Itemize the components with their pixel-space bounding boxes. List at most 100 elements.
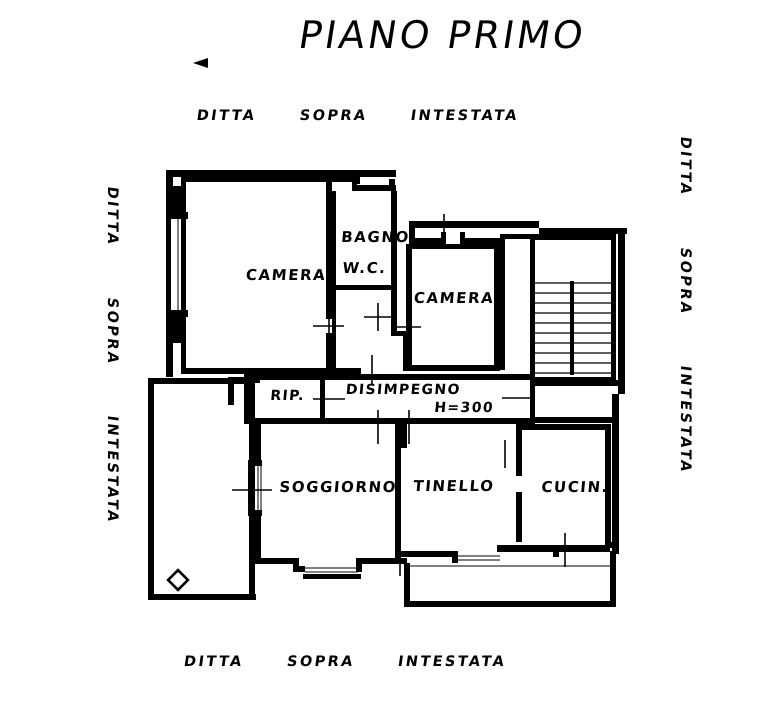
- annotation-right-word-3: INTESTATA: [677, 364, 694, 475]
- dimension-label-ceiling-height: H=300: [434, 400, 495, 416]
- wall-exterior-top-bagno: [352, 170, 396, 177]
- wall-camera1-bottom: [181, 368, 361, 374]
- wall-soggiorno-bottom-left-stub: [293, 558, 299, 570]
- wall-soggiorno-left-lower: [255, 514, 261, 562]
- wall-soggiorno-bottom-right: [356, 558, 400, 564]
- wall-lobby-right-lower: [403, 331, 408, 369]
- wall-exterior-right-stair: [618, 228, 625, 394]
- balcony-left-bottom-wall: [148, 594, 256, 600]
- wall-camera1-right-lower: [326, 333, 332, 374]
- annotation-top-word-1: DITTA: [196, 107, 258, 124]
- wall-left-jog-top: [166, 212, 188, 219]
- wall-disimpegno-bottom: [244, 418, 534, 424]
- room-label-soggiorno: SOGGIORNO: [279, 478, 398, 496]
- wall-cucina-top: [522, 424, 610, 430]
- annotation-right-word-1: DITTA: [677, 135, 694, 197]
- balcony-bottom-left-wall: [404, 563, 410, 607]
- annotation-bottom-word-3: INTESTATA: [397, 653, 508, 670]
- annotation-right: DITTA SOPRA INTESTATA: [677, 135, 694, 475]
- balcony-left-top-wall: [148, 378, 252, 384]
- wall-disimpegno-top: [244, 374, 534, 380]
- wall-stair-landing-left: [500, 239, 505, 370]
- wall-exterior-top-right: [409, 221, 539, 228]
- room-label-cucina: CUCIN.: [541, 478, 610, 496]
- wall-right-wing-ledge-right: [460, 238, 494, 244]
- wall-soggiorno-balcony-link: [395, 558, 407, 564]
- wall-between-camera2-stair: [500, 234, 532, 239]
- annotation-left-word-1: DITTA: [104, 185, 121, 247]
- wall-right-wing-ledge-left: [409, 238, 445, 244]
- stair-right-wall: [611, 234, 616, 382]
- wall-right-wing-stub-b: [460, 232, 465, 246]
- drawing-title-group: PIANO PRIMO: [193, 14, 589, 68]
- annotation-bottom-word-2: SOPRA: [286, 653, 356, 670]
- wall-disimpegno-right: [530, 374, 535, 424]
- page-title: PIANO PRIMO: [296, 14, 590, 58]
- wall-balcony-bottom-stub-a: [452, 551, 458, 563]
- wall-camera2-bottom: [406, 365, 500, 371]
- wall-corridor-right-top: [535, 380, 619, 386]
- wall-rip-right: [320, 374, 325, 422]
- wall-pillar-left-lower: [173, 313, 181, 343]
- wall-right-wing-left-top: [409, 221, 415, 243]
- wall-bagno-left: [332, 191, 336, 289]
- wall-lobby-jog: [391, 331, 407, 336]
- wall-soggiorno-left-jog-a: [248, 460, 262, 466]
- balcony-diamond-marker: [166, 568, 190, 592]
- title-underline: [196, 62, 556, 64]
- wall-bagno-bottom: [332, 285, 397, 290]
- wall-tinello-right-upper: [516, 424, 522, 476]
- plan-geometry: [148, 170, 627, 607]
- annotation-top-word-3: INTESTATA: [410, 107, 521, 124]
- room-label-camera-2: CAMERA: [413, 289, 495, 307]
- wall-exterior-right-lower: [612, 394, 619, 554]
- wall-rip-entry-left: [228, 383, 234, 405]
- wall-camera1-right: [326, 177, 332, 319]
- stair-central-rail: [570, 281, 574, 375]
- annotation-top-word-2: SOPRA: [299, 107, 369, 124]
- room-label-disimpegno: DISIMPEGNO: [345, 382, 461, 398]
- room-label-tinello: TINELLO: [413, 477, 496, 495]
- stair-bottom-wall: [530, 377, 616, 382]
- annotation-left-word-2: SOPRA: [104, 296, 121, 366]
- wall-rip-entry-right: [244, 383, 250, 405]
- wall-soggiorno-bottom-right-stub: [356, 558, 362, 572]
- annotation-bottom: DITTA SOPRA INTESTATA: [183, 653, 508, 670]
- wall-bagno-top-inner: [352, 185, 396, 191]
- title-arrow-head: [193, 58, 208, 68]
- balcony-left-outer-wall: [148, 378, 154, 600]
- wall-camera2-left-jog: [403, 352, 412, 371]
- wall-bagno-right: [391, 191, 397, 289]
- balcony-bottom-right-wall: [610, 551, 616, 607]
- balcony-bottom-bottom-wall: [404, 601, 616, 607]
- wall-cucina-bottom-right-jog: [605, 542, 619, 548]
- wall-balcony-bottom-sill-c: [556, 545, 610, 552]
- wall-soggiorno-bottom-left: [255, 558, 299, 564]
- annotation-bottom-word-1: DITTA: [183, 653, 245, 670]
- balcony-bottom-right: [400, 545, 616, 607]
- wall-cucina-right-inner: [605, 424, 611, 548]
- balcony-terrace-left: [148, 378, 256, 600]
- wall-lobby-left: [332, 289, 336, 369]
- wall-soggiorno-bottom-sill: [303, 574, 361, 579]
- wall-exterior-top-left: [166, 170, 352, 177]
- wall-camera1-left-inner: [181, 182, 186, 370]
- annotation-right-word-2: SOPRA: [677, 246, 694, 316]
- wall-exterior-left-upper: [166, 170, 173, 218]
- wall-soggiorno-right: [395, 424, 401, 564]
- wall-pillar-left-upper: [173, 186, 181, 218]
- room-label-bagno: BAGNO: [340, 228, 410, 246]
- wall-tinello-right-lower: [516, 492, 522, 542]
- wall-stair-head: [539, 228, 619, 234]
- room-label-camera-1: CAMERA: [245, 266, 327, 284]
- staircase: [530, 228, 627, 394]
- annotation-top: DITTA SOPRA INTESTATA: [196, 107, 521, 124]
- wall-exterior-left-window-band: [166, 219, 171, 315]
- room-label-wc: W.C.: [342, 259, 388, 277]
- stair-top-wall: [530, 234, 616, 240]
- wall-camera1-top-inner: [181, 177, 353, 182]
- wall-balcony-bottom-sill-a: [400, 551, 456, 557]
- stair-left-wall: [530, 234, 535, 382]
